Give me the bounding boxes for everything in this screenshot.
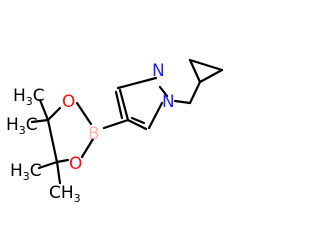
bond-c5-c4-double bbox=[126, 118, 148, 131]
bond-o-top-c bbox=[46, 106, 62, 122]
bond-cp-a bbox=[188, 58, 202, 84]
atom-labels: N N B O O H3C H3C H3C CH3 bbox=[6, 61, 175, 205]
bond-c3-n2 bbox=[116, 76, 158, 90]
bond-n1-ch2 bbox=[173, 99, 192, 105]
bond-n2-n1 bbox=[158, 85, 169, 98]
methyl-1-h: H bbox=[13, 86, 26, 106]
bond-n1-c5 bbox=[147, 101, 164, 130]
bond-o-bottom-c bbox=[55, 158, 70, 164]
atom-n2: N bbox=[152, 61, 165, 81]
methyl-4-h: H bbox=[61, 183, 74, 203]
methyl-2-h: H bbox=[6, 115, 19, 135]
methyl-2-c: C bbox=[26, 115, 38, 135]
atom-n1: N bbox=[162, 92, 175, 112]
bond-b-o-top bbox=[75, 101, 93, 126]
atom-o-bottom: O bbox=[69, 154, 82, 174]
bond-c-c-ring bbox=[46, 118, 59, 164]
bond-cp-b bbox=[198, 68, 224, 84]
bond-c4-b bbox=[102, 118, 130, 130]
atom-b: B bbox=[88, 124, 100, 144]
molecule-structure: N N B O O H3C H3C H3C CH3 bbox=[6, 58, 224, 205]
methyl-3-h: H bbox=[10, 161, 23, 181]
bond-c5-c4-inner bbox=[130, 116, 146, 125]
methyl-4-c: C bbox=[49, 183, 61, 203]
bond-b-o-bottom bbox=[80, 137, 95, 159]
bond-me4 bbox=[55, 160, 62, 185]
methyl-4-label: CH3 bbox=[49, 183, 81, 205]
bond-c3-c4 bbox=[118, 88, 130, 122]
bond-cp-c bbox=[188, 58, 224, 72]
bond-c3-c4-double bbox=[114, 90, 124, 120]
bond-ch2-cp bbox=[188, 80, 202, 105]
methyl-1-label: H3C bbox=[13, 86, 45, 108]
bond-me2 bbox=[30, 118, 50, 124]
methyl-1-sub: 3 bbox=[26, 95, 33, 108]
methyl-3-label: H3C bbox=[10, 161, 42, 183]
methyl-3-sub: 3 bbox=[23, 170, 30, 183]
methyl-4-sub: 3 bbox=[74, 192, 81, 205]
bond-me1 bbox=[38, 98, 50, 122]
methyl-3-c: C bbox=[30, 161, 42, 181]
bonds bbox=[30, 58, 224, 185]
methyl-2-label: H3C bbox=[6, 115, 38, 137]
methyl-1-c: C bbox=[33, 86, 45, 106]
methyl-2-sub: 3 bbox=[19, 124, 26, 137]
atom-o-top: O bbox=[62, 92, 75, 112]
bond-me3 bbox=[37, 160, 59, 170]
